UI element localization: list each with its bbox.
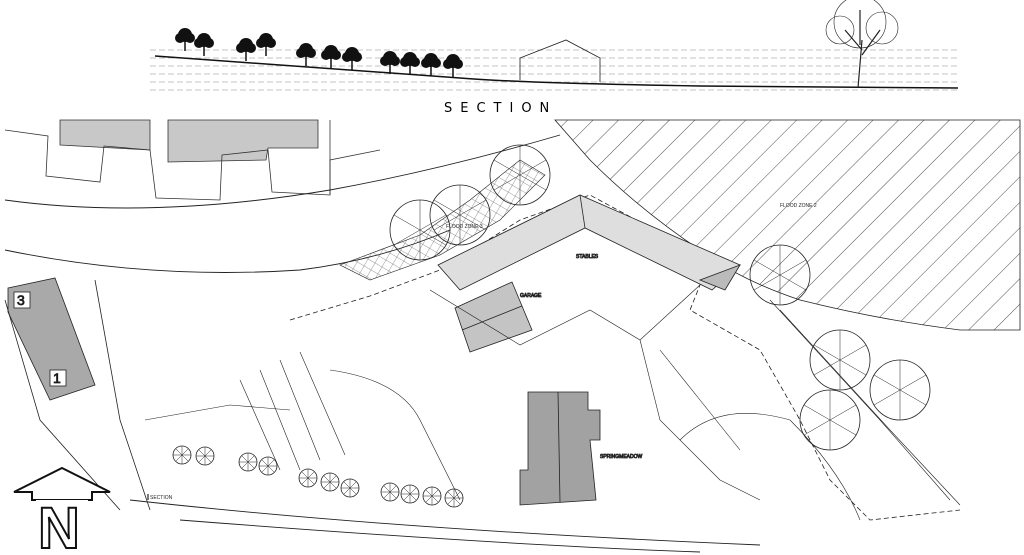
section-elevation: SECTION bbox=[150, 0, 959, 116]
section-marker-label: SECTION bbox=[150, 495, 173, 501]
label-flood-zone-3: FLOOD ZONE 3 bbox=[446, 224, 483, 230]
flood-zone-2-area bbox=[554, 119, 1021, 331]
garage-building: GARAGE bbox=[454, 281, 542, 353]
section-house bbox=[519, 39, 601, 82]
site-paths bbox=[144, 299, 961, 521]
plot-number-1: 1 bbox=[53, 370, 61, 386]
plot-number-3: 3 bbox=[17, 292, 25, 308]
ground-line bbox=[154, 55, 959, 89]
stables-building: STABLES bbox=[437, 194, 741, 291]
label-garage: GARAGE bbox=[520, 293, 542, 299]
neighbour-buildings bbox=[4, 119, 381, 201]
site-plan: 3 1 STABLES GARAGE SPRINGMEADOW bbox=[4, 119, 1021, 553]
plot-block: 3 1 bbox=[4, 277, 151, 511]
section-title: SECTION bbox=[444, 101, 557, 116]
section-trees bbox=[174, 27, 464, 78]
label-springmeadow: SPRINGMEADOW bbox=[600, 454, 643, 460]
springmeadow-house: SPRINGMEADOW bbox=[519, 391, 643, 506]
north-letter: N bbox=[38, 496, 80, 555]
north-arrow: N bbox=[13, 466, 111, 555]
label-flood-zone-2: FLOOD ZONE 2 bbox=[780, 203, 817, 209]
large-tree-elevation bbox=[825, 0, 899, 89]
label-stables: STABLES bbox=[576, 254, 599, 260]
yard-outline bbox=[429, 284, 701, 346]
